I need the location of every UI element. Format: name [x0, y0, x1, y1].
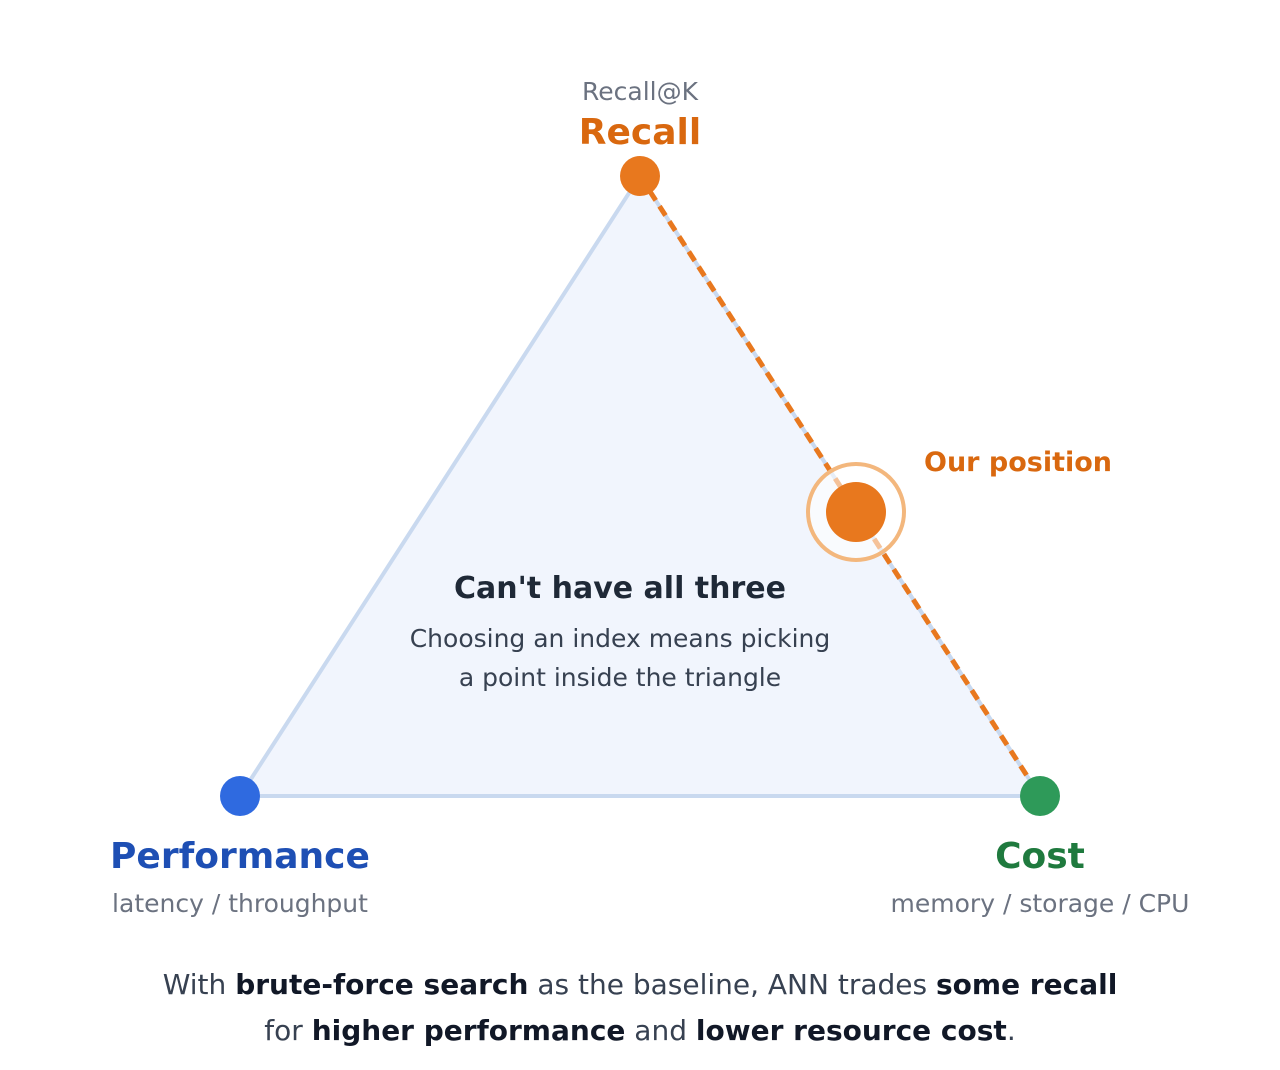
caption-line-2: for higher performance and lower resourc…	[0, 1008, 1280, 1054]
caption-text: .	[1006, 1014, 1016, 1047]
center-body-line-2: a point inside the triangle	[459, 663, 781, 692]
caption: With brute-force search as the baseline,…	[0, 962, 1280, 1054]
caption-emphasis-brute-force: brute-force search	[235, 968, 529, 1001]
performance-sublabel: latency / throughput	[112, 889, 368, 918]
caption-text: for	[264, 1014, 312, 1047]
performance-vertex-marker	[220, 776, 260, 816]
caption-emphasis-cost: lower resource cost	[695, 1014, 1007, 1047]
tradeoff-triangle	[238, 174, 1042, 798]
center-title: Can't have all three	[454, 571, 786, 606]
cost-sublabel: memory / storage / CPU	[891, 889, 1190, 918]
cost-label: Cost	[995, 836, 1085, 877]
caption-text: and	[625, 1014, 696, 1047]
caption-emphasis-some-recall: some recall	[935, 968, 1118, 1001]
position-label: Our position	[924, 447, 1112, 478]
caption-emphasis-performance: higher performance	[311, 1014, 626, 1047]
position-marker	[826, 482, 886, 542]
recall-sublabel: Recall@K	[582, 77, 699, 106]
tradeoff-triangle-diagram: Our position Recall@K Recall Performance…	[110, 77, 1190, 918]
center-body-line-1: Choosing an index means picking	[410, 624, 831, 653]
recall-label: Recall	[579, 112, 701, 153]
caption-line-1: With brute-force search as the baseline,…	[0, 962, 1280, 1008]
caption-text: as the baseline, ANN trades	[528, 968, 936, 1001]
cost-vertex-marker	[1020, 776, 1060, 816]
performance-label: Performance	[110, 836, 370, 877]
caption-text: With	[162, 968, 236, 1001]
recall-vertex-marker	[620, 156, 660, 196]
